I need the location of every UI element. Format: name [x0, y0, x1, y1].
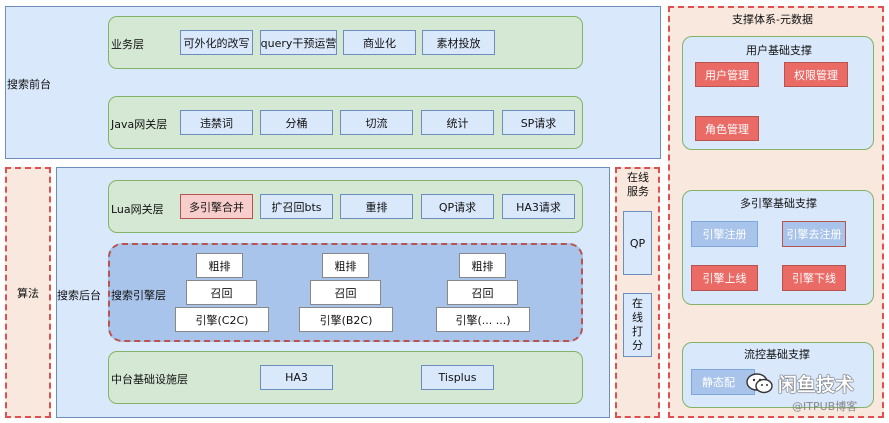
watermark-sub: @ITPUB博客	[792, 400, 858, 413]
engine-register: 引擎注册	[691, 221, 758, 247]
biz-item-rewrite: 可外化的改写	[180, 30, 253, 55]
engine-other: 引擎(... ...)	[436, 307, 530, 332]
engine-online: 引擎上线	[691, 265, 758, 291]
search-engine-label: 搜索引擎层	[111, 289, 166, 302]
wechat-icon	[746, 373, 773, 394]
permission-management: 权限管理	[784, 62, 848, 87]
infra-layer-label: 中台基础设施层	[111, 373, 188, 386]
static-config: 静态配	[691, 369, 755, 395]
lua-gateway-label: Lua网关层	[111, 203, 164, 216]
biz-item-commerce: 商业化	[343, 30, 416, 55]
support-system-title: 支撑体系-元数据	[732, 13, 813, 26]
engine-deregister: 引擎去注册	[782, 221, 846, 247]
engine-c2c-coarse-rank: 粗排	[196, 253, 243, 278]
engine-other-coarse-rank: 粗排	[459, 253, 506, 278]
user-support-title: 用户基础支撑	[746, 44, 812, 57]
lua-item-qp-request: QP请求	[421, 194, 494, 219]
online-qp: QP	[623, 211, 652, 275]
biz-item-material: 素材投放	[422, 30, 495, 55]
engine-c2c: 引擎(C2C)	[175, 307, 269, 332]
engine-offline: 引擎下线	[782, 265, 846, 291]
multi-engine-support-title: 多引擎基础支撑	[740, 197, 817, 210]
engine-b2c: 引擎(B2C)	[299, 307, 393, 332]
java-item-bucket: 分桶	[260, 110, 333, 135]
engine-other-recall: 召回	[447, 280, 518, 305]
online-service-column	[615, 167, 660, 418]
java-gateway-label: Java网关层	[111, 118, 168, 131]
role-management: 角色管理	[695, 116, 759, 141]
java-item-stats: 统计	[421, 110, 494, 135]
search-frontend-title: 搜索前台	[7, 78, 51, 91]
online-scoring: 在线打分	[623, 293, 652, 357]
java-item-sp-request: SP请求	[502, 110, 575, 135]
algorithm-column: 算法	[5, 167, 51, 418]
java-item-traffic-switch: 切流	[340, 110, 413, 135]
infra-item-ha3: HA3	[260, 365, 333, 390]
flow-control-support-title: 流控基础支撑	[744, 348, 810, 361]
biz-item-query-ops: query干预运营	[260, 30, 337, 55]
online-service-title: 在线服务	[627, 171, 649, 198]
algorithm-label: 算法	[17, 286, 39, 300]
watermark-brand: 闲鱼技术	[778, 374, 855, 396]
infra-item-tisplus: Tisplus	[421, 365, 494, 390]
lua-item-rerank: 重排	[340, 194, 413, 219]
lua-item-expand-recall: 扩召回bts	[260, 194, 333, 219]
java-item-banned-words: 违禁词	[180, 110, 253, 135]
engine-b2c-recall: 召回	[310, 280, 381, 305]
engine-c2c-recall: 召回	[186, 280, 257, 305]
search-backend-title: 搜索后台	[57, 289, 101, 302]
business-layer-label: 业务层	[111, 38, 144, 51]
watermark: 闲鱼技术 @ITPUB博客	[740, 366, 880, 416]
infra-layer	[108, 351, 583, 404]
engine-b2c-coarse-rank: 粗排	[322, 253, 369, 278]
lua-item-ha3-request: HA3请求	[502, 194, 575, 219]
user-management: 用户管理	[695, 62, 759, 87]
lua-item-multi-engine-merge: 多引擎合并	[180, 194, 253, 219]
